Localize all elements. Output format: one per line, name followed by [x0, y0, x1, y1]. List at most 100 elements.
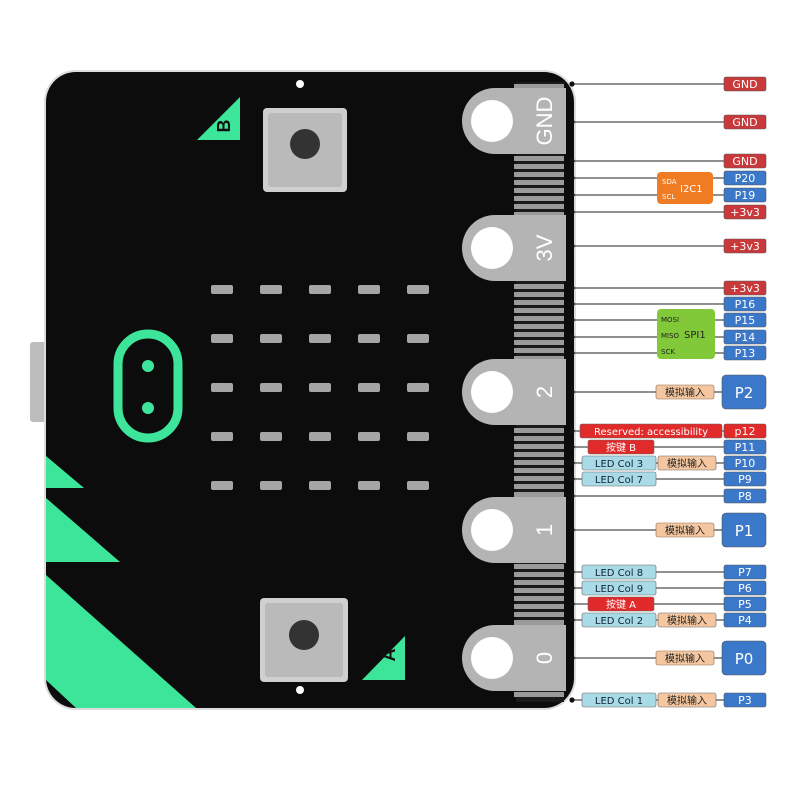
led: [358, 334, 380, 343]
edge-finger: [514, 180, 564, 185]
edge-finger: [514, 348, 564, 353]
button-a[interactable]: [260, 598, 348, 682]
edge-finger: [514, 460, 564, 465]
reserved-accessibility-tag: Reserved: accessibility: [579, 423, 723, 439]
svg-text:按键 A: 按键 A: [606, 598, 636, 611]
button-a-label: A: [379, 649, 399, 662]
svg-text:LED Col 2: LED Col 2: [595, 616, 643, 627]
edge-finger: [514, 316, 564, 321]
pin-dot: [569, 285, 575, 291]
spi-miso-label: MISO: [661, 332, 680, 340]
button-b-tag: 按键 B: [587, 439, 655, 455]
pad-label-gnd: GND: [532, 97, 557, 146]
pad-labels: GND 3V 2 1 0: [532, 97, 557, 665]
pin-name-p19: P19: [735, 189, 756, 202]
corner-stripe: [46, 456, 84, 488]
edge-connector: [462, 82, 566, 702]
pad-label-3v: 3V: [532, 234, 557, 261]
button-b-label: B: [214, 120, 234, 133]
edge-pad-body: [510, 88, 566, 154]
pin-name-p5: P5: [738, 598, 752, 611]
edge-finger: [514, 292, 564, 297]
spi-title: SPI1: [684, 330, 706, 341]
led: [358, 285, 380, 294]
edge-finger: [514, 572, 564, 577]
pin-name-v33b: +3v3: [730, 240, 760, 253]
pin-label-p13: P13: [723, 345, 767, 361]
pin-dot: [569, 192, 575, 198]
mount-hole: [296, 686, 304, 694]
analog-tag-p10: 模拟输入: [657, 455, 717, 471]
edge-pad-body: [510, 497, 566, 563]
usb-connector: [30, 342, 48, 422]
edge-finger: [514, 436, 564, 441]
pin-label-gnd2: GND: [723, 114, 767, 130]
led: [260, 432, 282, 441]
pin-name-gnd3: GND: [732, 155, 757, 168]
edge-finger: [514, 156, 564, 161]
pin-label-p12: p12: [723, 423, 767, 439]
svg-text:模拟输入: 模拟输入: [667, 457, 707, 470]
analog-tag-text: 模拟输入: [665, 652, 705, 665]
led: [309, 432, 331, 441]
pin-dot: [569, 569, 575, 575]
edge-finger: [514, 284, 564, 289]
edge-finger: [514, 204, 564, 209]
svg-text:LED Col 1: LED Col 1: [595, 696, 643, 707]
pad-label-2: 2: [532, 386, 557, 398]
led-col3-tag: LED Col 3: [581, 455, 657, 471]
svg-text:Reserved: accessibility: Reserved: accessibility: [594, 427, 708, 438]
button-b[interactable]: [263, 108, 347, 192]
edge-finger: [514, 84, 564, 89]
pin-label-p0: P0: [721, 640, 767, 676]
button-a-marker: [362, 636, 405, 680]
pin-name-p8: P8: [738, 490, 752, 503]
led: [211, 383, 233, 392]
led: [407, 481, 429, 490]
i2c-sda-label: SDA: [662, 178, 677, 186]
led: [407, 432, 429, 441]
pin-dot: [569, 389, 575, 395]
edge-pad-hole: [471, 637, 513, 679]
led: [358, 481, 380, 490]
edge-finger: [514, 428, 564, 433]
led: [211, 432, 233, 441]
edge-finger: [514, 492, 564, 497]
pin-label-p11: P11: [723, 439, 767, 455]
edge-pad-body: [510, 359, 566, 425]
edge-finger: [514, 612, 564, 617]
svg-text:模拟输入: 模拟输入: [667, 614, 707, 627]
edge-finger: [514, 300, 564, 305]
pin-name-p12: p12: [735, 425, 756, 438]
pin-name-p0: P0: [735, 650, 754, 668]
pin-dot: [569, 617, 575, 623]
pin-dot: [569, 527, 575, 533]
svg-text:LED Col 9: LED Col 9: [595, 584, 643, 595]
i2c-title: I2C1: [680, 184, 703, 195]
pin-dot: [569, 460, 575, 466]
pin-dot: [569, 350, 575, 356]
led: [407, 285, 429, 294]
pin-label-v33b: +3v3: [723, 238, 767, 254]
led: [309, 334, 331, 343]
pin-label-p8: P8: [723, 488, 767, 504]
pin-label-p9: P9: [723, 471, 767, 487]
edge-finger: [514, 588, 564, 593]
edge-finger: [514, 596, 564, 601]
button-a-tag: 按键 A: [587, 596, 655, 612]
edge-finger: [514, 476, 564, 481]
button-b-marker: [197, 97, 240, 140]
edge-finger: [514, 452, 564, 457]
led-col1-tag: LED Col 1: [581, 692, 657, 708]
pin-label-p19: P19: [723, 187, 767, 203]
microbit-board: B A: [30, 70, 576, 710]
i2c-group: SDA SCL I2C1: [657, 172, 713, 204]
pin-name-p6: P6: [738, 582, 752, 595]
edge-finger: [514, 340, 564, 345]
led-matrix: [211, 285, 429, 490]
pin-name-p16: P16: [735, 298, 756, 311]
i2c-scl-label: SCL: [662, 193, 675, 201]
edge-finger: [514, 444, 564, 449]
pin-label-gnd3: GND: [723, 153, 767, 169]
